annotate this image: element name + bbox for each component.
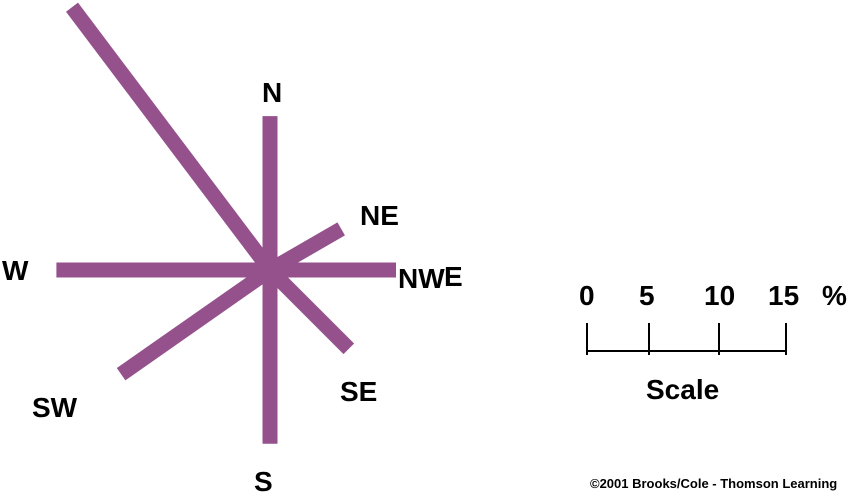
scale-tick-label-10: 10: [704, 280, 735, 311]
scale-title: Scale: [646, 374, 719, 405]
arm-sw: [116, 263, 275, 381]
label-w: W: [2, 255, 29, 286]
label-ne: NE: [360, 200, 399, 231]
label-nw: NW: [398, 263, 445, 294]
label-sw: SW: [32, 392, 78, 423]
label-s: S: [254, 466, 273, 497]
arm-se: [264, 264, 355, 355]
label-e: E: [444, 261, 463, 292]
scale-tick-label-15: 15: [768, 280, 799, 311]
label-se: SE: [340, 376, 377, 407]
rose-center: [260, 260, 280, 280]
arm-nw: [66, 2, 276, 275]
scale-tick-label-5: 5: [639, 280, 655, 311]
copyright-credit: ©2001 Brooks/Cole - Thomson Learning: [590, 476, 837, 491]
scale-unit: %: [822, 280, 847, 311]
label-n: N: [262, 77, 282, 108]
scale-tick-label-0: 0: [579, 280, 595, 311]
wind-rose-arms: [56, 2, 396, 444]
scale-bar: 0 5 10 15 % Scale: [579, 280, 847, 405]
